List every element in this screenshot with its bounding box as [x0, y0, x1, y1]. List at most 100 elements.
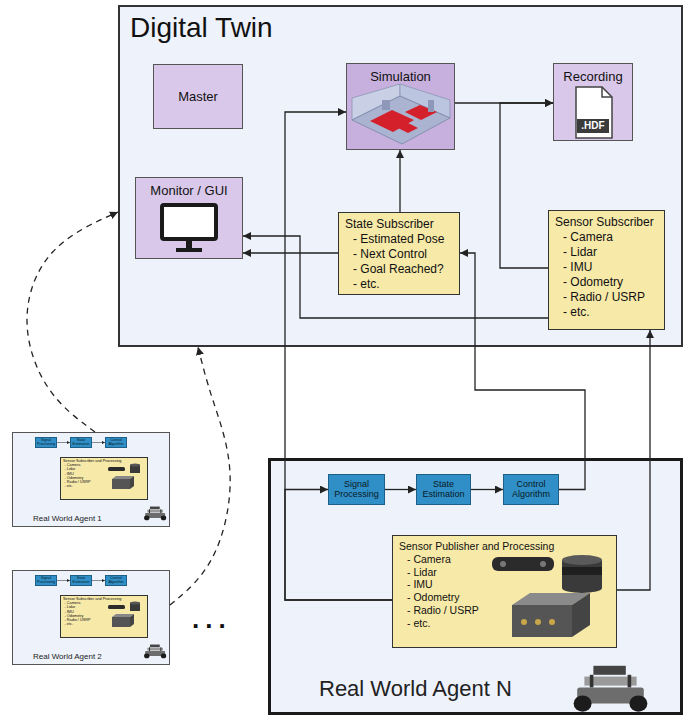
process-box: State Estimation: [416, 474, 471, 505]
node-label: Signal Processing: [36, 577, 56, 585]
sim-wall: [400, 84, 450, 118]
connector: [285, 490, 392, 601]
node-text: .HDF: [577, 119, 608, 133]
digital-twin-panel: Digital TwinMasterSimulationRecording.HD…: [118, 5, 683, 347]
dashed-connector: [170, 347, 230, 605]
ellipsis-label: ...: [192, 604, 232, 635]
sim-object: [382, 100, 390, 110]
subscriber-box: State Subscriber- Estimated Pose- Next C…: [338, 212, 460, 295]
monitor-screen: [162, 205, 216, 239]
node-label: Recording: [563, 69, 622, 85]
node-label: Signal Processing: [330, 480, 383, 500]
sensor-thumbnail: [108, 602, 140, 628]
monitor-base: [176, 248, 202, 252]
sim-area: [370, 110, 414, 132]
node-text: - Camera: [63, 463, 145, 467]
node-text: - etc.: [63, 622, 145, 626]
camera-lens: [500, 561, 506, 567]
process-box: Master: [153, 64, 243, 129]
node-text: - IMU: [555, 260, 658, 275]
monitor-icon: [162, 205, 216, 252]
connector: [460, 253, 585, 490]
connector-group: [27, 103, 650, 605]
file-fold: [602, 87, 612, 97]
usrp-port: [549, 619, 555, 625]
connector: [243, 252, 338, 253]
node-text: - Odometry: [555, 275, 658, 290]
sim-object: [428, 100, 434, 112]
connector: [399, 150, 400, 212]
node-text: - Lidar: [399, 566, 610, 579]
usrp-side: [572, 593, 590, 637]
node-label: State Subscriber: [345, 217, 453, 232]
node-text: - Next Control: [345, 247, 453, 262]
process-box: Recording .HDF: [553, 63, 633, 141]
connector: [285, 112, 392, 600]
node-text: - Estimated Pose: [345, 232, 453, 247]
robot-picture: [574, 666, 648, 712]
node-text: - etc.: [345, 277, 453, 292]
node-label: Control Algorithm: [106, 577, 126, 585]
process-box: Control Algorithm: [105, 437, 127, 448]
connector: [455, 102, 553, 103]
node-label: Real World Agent 1: [33, 514, 169, 523]
simulation-render: [352, 84, 450, 144]
sensor-box: Sensor Subscriber and Processing- Camera…: [60, 595, 148, 638]
sim-floor: [352, 96, 450, 144]
usrp-top: [512, 593, 590, 605]
process-box: State Estimation: [70, 575, 92, 586]
process-box: Simulation: [346, 63, 455, 150]
node-label: Sensor Subscriber and Processing: [63, 597, 145, 601]
robot-picture: [144, 507, 166, 521]
agent-thumbnail: Real World Agent 1 Signal Processing State…: [12, 432, 170, 527]
node-label: State Estimation: [418, 480, 469, 500]
node-text: - Lidar: [63, 467, 145, 471]
node-label: State Estimation: [71, 577, 91, 585]
connector: [617, 330, 650, 590]
connector: [500, 103, 553, 268]
sensor-thumbnail: [108, 464, 140, 490]
connector: [57, 580, 70, 581]
sensor-hardware: [492, 555, 602, 637]
connector: [471, 489, 503, 490]
robot-picture: [144, 645, 166, 659]
connector: [243, 236, 548, 318]
connector: [92, 580, 105, 581]
connector: [385, 489, 416, 490]
node-label: Real World Agent N: [319, 676, 680, 702]
node-label: Monitor / GUI: [150, 183, 227, 199]
process-box: Control Algorithm: [503, 474, 559, 505]
node-text: - Lidar: [63, 605, 145, 609]
lidar-base: [562, 583, 602, 593]
process-box: Signal Processing: [328, 474, 385, 505]
node-text: - IMU: [63, 472, 145, 476]
sim-area: [405, 105, 437, 120]
node-label: State Estimation: [71, 439, 91, 447]
node-text: - IMU: [63, 610, 145, 614]
process-box: Signal Processing: [35, 437, 57, 448]
agent-thumbnail: Real World Agent 2Signal ProcessingState…: [12, 570, 170, 665]
agent-panel: Real World Agent N Signal Processing State…: [268, 458, 683, 715]
connector: [57, 442, 70, 443]
lidar-window: [562, 567, 602, 575]
dashed-connector: [27, 212, 118, 432]
process-box: Control Algorithm: [105, 575, 127, 586]
node-text: - Camera: [399, 553, 610, 566]
usrp-port: [535, 619, 541, 625]
process-box: State Estimation: [70, 437, 92, 448]
node-text: - Camera: [63, 601, 145, 605]
node-label: Sensor Subscriber and Processing: [63, 459, 145, 463]
camera-icon: [492, 557, 554, 571]
subscriber-box: Sensor Subscriber- Camera- Lidar- IMU- O…: [548, 210, 665, 330]
file-page: [576, 87, 612, 138]
node-text: - Radio / USRP: [555, 290, 658, 305]
node-label: Control Algorithm: [106, 439, 126, 447]
node-label: Signal Processing: [36, 439, 56, 447]
process-box: Signal Processing: [35, 575, 57, 586]
sim-area: [398, 123, 418, 133]
sensor-box: Sensor Publisher and Processing- Camera-…: [392, 535, 617, 648]
sim-wall: [352, 84, 400, 120]
sensor-box: Sensor Subscriber and Processing- Camera…: [60, 457, 148, 500]
